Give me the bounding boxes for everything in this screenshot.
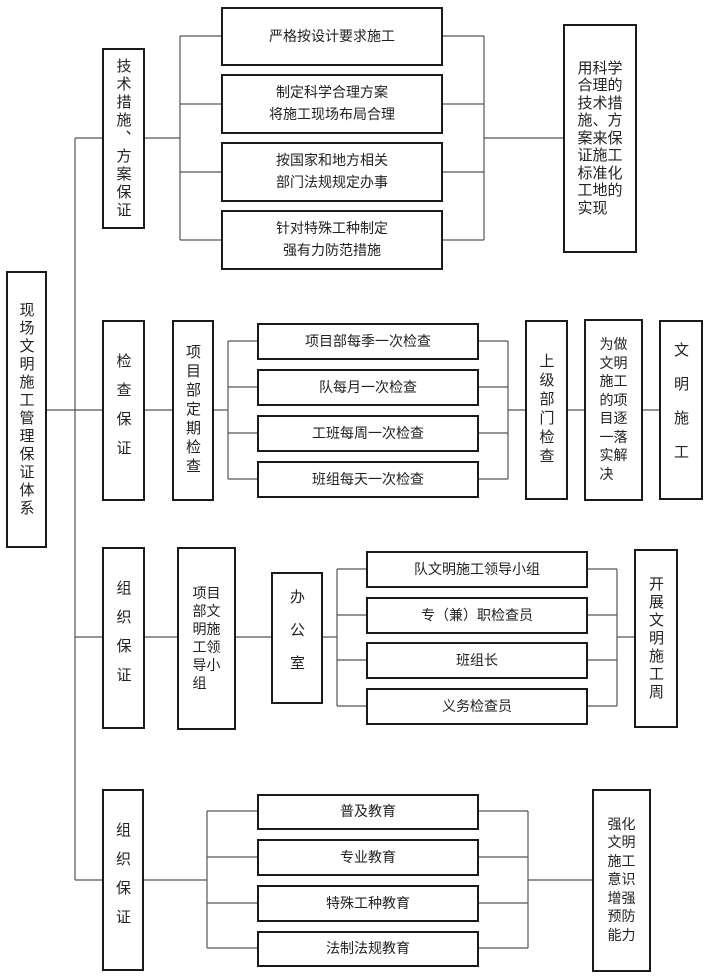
section-education-label: 组织保证 [102,789,144,971]
inspection-item: 队每月一次检查 [257,369,479,406]
office-label: 办公室 [288,588,306,688]
education-item: 普及教育 [257,794,479,830]
item-text: 法制法规教育 [326,941,410,957]
office-box: 办公室 [271,572,323,704]
outcome-text: 强化 文明 施工 意识 增强 预防 能力 [607,816,636,944]
item-text: 队每月一次检查 [319,379,417,396]
tech-item: 按国家和地方相关 部门法规规定办事 [221,142,443,202]
tech-outcome: 用科学 合理的 技术措 施、方 案来保 证施工 标准化 工地的 实现 [563,24,637,253]
organization-item: 义务检查员 [366,688,588,725]
education-outcome: 强化 文明 施工 意识 增强 预防 能力 [592,789,651,972]
outcome-text: 用科学 合理的 技术措 施、方 案来保 证施工 标准化 工地的 实现 [577,58,623,217]
section-organization-label: 组织保证 [102,547,145,729]
inspection-item: 工班每周一次检查 [257,415,479,452]
item-text: 按国家和地方相关 部门法规规定办事 [276,153,388,191]
section-inspection-label: 检查保证 [102,320,145,501]
tech-item: 制定科学合理方案 将施工现场布局合理 [221,74,443,134]
leadership-group-text: 项目 部文 明施 工领 导小 组 [192,585,221,692]
civilized-label: 文明施工 [672,342,690,478]
organization-item: 队文明施工领导小组 [366,551,588,588]
tech-item: 针对特殊工种制定 强有力防范措施 [221,210,443,270]
civilized-week-box: 开展文明施工周 [634,549,678,728]
education-item: 特殊工种教育 [257,885,479,922]
item-text: 义务检查员 [442,698,512,715]
inspection-item: 项目部每季一次检查 [257,323,479,360]
superior-label: 上级部门检查 [537,353,556,467]
item-text: 项目部每季一次检查 [305,333,431,350]
organization-item: 专（兼）职检查员 [366,597,588,634]
root-node: 现场文明施工管理保证体系 [6,271,47,548]
civilized-construction-box: 文明施工 [659,320,703,500]
item-text: 班组每天一次检查 [312,471,424,488]
leadership-group-box: 项目 部文 明施 工领 导小 组 [177,547,236,730]
section-label: 技术措施、方案保证 [114,57,133,220]
item-text: 工班每周一次检查 [312,425,424,442]
item-text: 普及教育 [340,804,396,820]
item-text: 专业教育 [340,849,396,866]
education-item: 专业教育 [257,839,479,876]
inspection-intermediate: 项目部定期检查 [172,320,214,501]
item-text: 班组长 [456,652,498,669]
item-text: 专（兼）职检查员 [421,607,533,624]
organization-item: 班组长 [366,642,588,679]
item-text: 制定科学合理方案 将施工现场布局合理 [269,85,395,123]
section-tech-label: 技术措施、方案保证 [102,48,145,229]
item-text: 针对特殊工种制定 强有力防范措施 [276,221,388,259]
section-label: 组织保证 [114,822,132,938]
implementation-text: 为做 文明 施工 的项 目逐 一落 实解 决 [599,337,628,483]
item-text: 队文明施工领导小组 [414,561,540,578]
implementation-box: 为做 文明 施工 的项 目逐 一落 实解 决 [584,319,643,501]
education-item: 法制法规教育 [257,931,479,967]
superior-inspection: 上级部门检查 [525,320,568,500]
civilized-week-label: 开展文明施工周 [647,575,665,702]
root-label: 现场文明施工管理保证体系 [17,301,36,518]
item-text: 严格按设计要求施工 [269,28,395,45]
item-text: 特殊工种教育 [326,895,410,912]
tech-item: 严格按设计要求施工 [221,7,443,66]
section-label: 检查保证 [114,352,133,469]
inspection-item: 班组每天一次检查 [257,461,479,498]
section-label: 组织保证 [114,580,133,696]
intermediate-label: 项目部定期检查 [184,344,202,477]
